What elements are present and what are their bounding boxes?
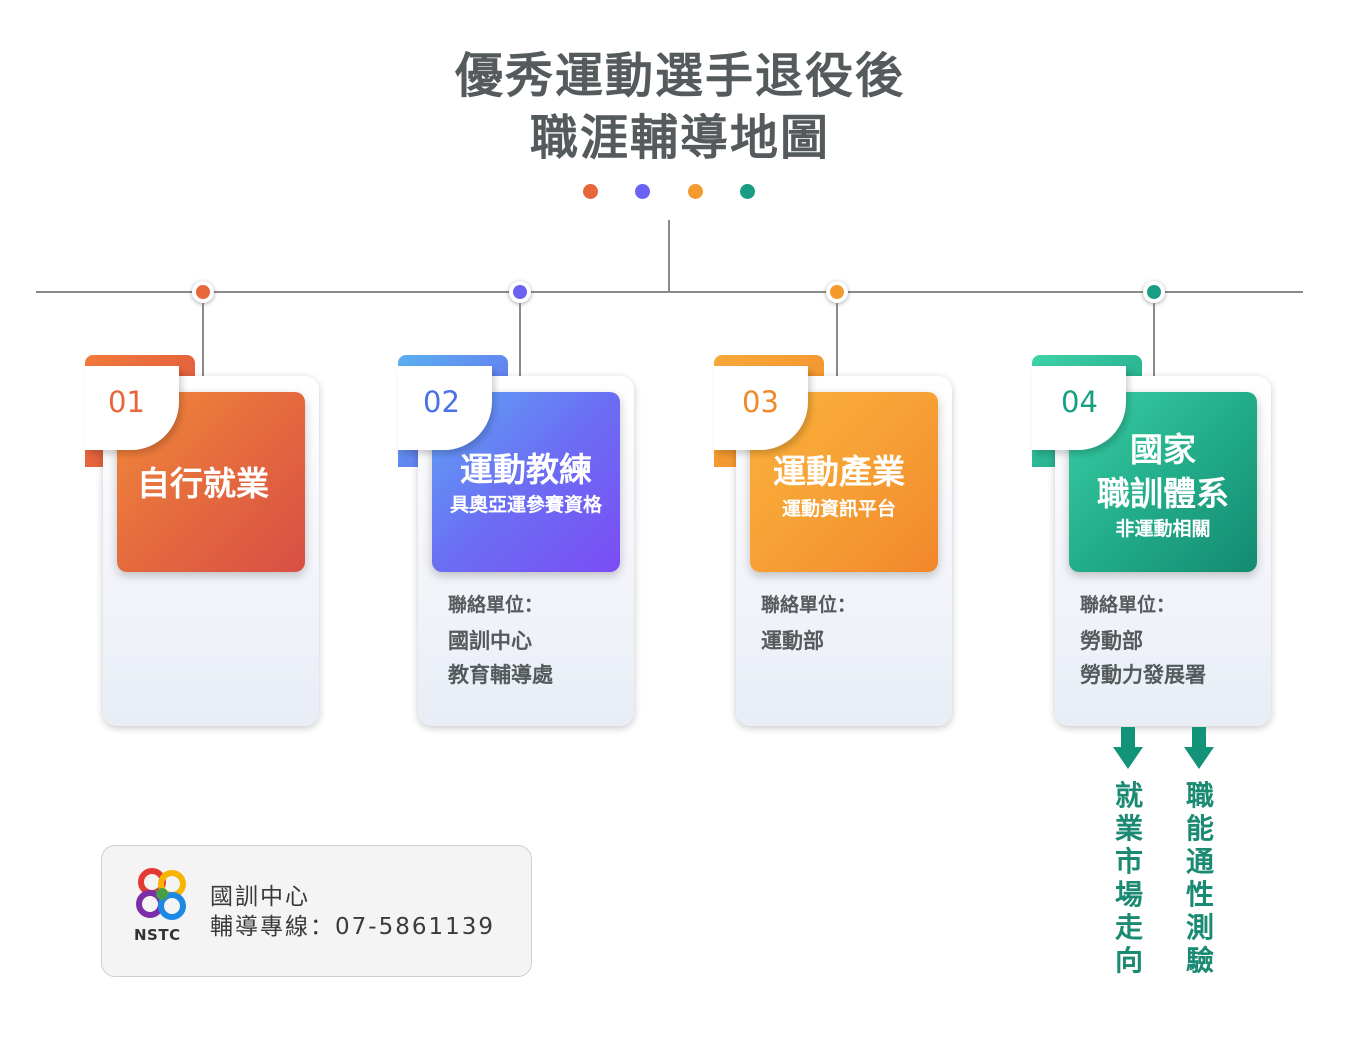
- card-subtitle-02: 具奧亞運參賽資格: [449, 494, 602, 516]
- contact-line-04-1: 勞動部: [1080, 629, 1143, 653]
- card-title-01: 自行就業: [137, 464, 269, 503]
- title-connector: [668, 220, 670, 292]
- nstc-logo-icon: NSTC: [132, 866, 194, 946]
- contact-line-03-1: 運動部: [761, 629, 824, 653]
- decor-dot-orange-red: [583, 184, 598, 199]
- hotline-box: NSTC 國訓中心 輔導專線：07-5861139: [101, 845, 532, 977]
- card-title-02: 運動教練: [460, 450, 592, 489]
- card-title-04-line1: 國家: [1130, 430, 1196, 469]
- decor-dot-orange: [688, 184, 703, 199]
- timeline-line: [36, 291, 1303, 293]
- card-contact-02: 聯絡單位： 國訓中心 教育輔導處: [448, 592, 553, 692]
- card-contact-03: 聯絡單位： 運動部: [761, 592, 856, 658]
- card-corner-02: [398, 366, 492, 450]
- card-corner-01: [85, 366, 179, 450]
- timeline-node-03: [826, 281, 848, 303]
- decor-dots: [583, 184, 763, 200]
- page-title-line2: 職涯輔導地圖: [529, 110, 830, 166]
- card-subtitle-04: 非運動相關: [1115, 518, 1211, 540]
- decor-dot-blue: [635, 184, 650, 199]
- card-corner-04: [1032, 366, 1126, 450]
- hotline-number: 輔導專線：07-5861139: [210, 914, 495, 940]
- card-number-01: 01: [108, 385, 145, 419]
- card-title-04-line2: 職訓體系: [1097, 474, 1229, 513]
- contact-line-04-2: 勞動力發展署: [1080, 663, 1206, 687]
- timeline-node-01: [192, 281, 214, 303]
- contact-label-04: 聯絡單位：: [1080, 594, 1176, 616]
- card-subtitle-03: 運動資訊平台: [781, 498, 896, 520]
- arrow-down-icon: [1113, 727, 1143, 769]
- card-number-04: 04: [1061, 385, 1098, 419]
- timeline-node-04: [1143, 281, 1165, 303]
- decor-dot-teal: [740, 184, 755, 199]
- logo-text: NSTC: [134, 926, 181, 944]
- outcome-job-market: 就業市場走向: [1114, 779, 1143, 977]
- connector-01: [202, 303, 204, 378]
- hotline-org: 國訓中心: [210, 884, 310, 910]
- outcome-aptitude-test: 職能通性測驗: [1185, 779, 1214, 977]
- contact-label-03: 聯絡單位：: [761, 594, 857, 616]
- connector-03: [836, 303, 838, 378]
- arrow-down-icon: [1184, 727, 1214, 769]
- connector-04: [1153, 303, 1155, 378]
- card-number-02: 02: [423, 385, 460, 419]
- contact-label-02: 聯絡單位：: [448, 594, 544, 616]
- card-number-03: 03: [742, 385, 779, 419]
- connector-02: [519, 303, 521, 378]
- card-title-03: 運動產業: [773, 452, 905, 491]
- card-contact-04: 聯絡單位： 勞動部 勞動力發展署: [1080, 592, 1206, 692]
- contact-line-02-1: 國訓中心: [448, 629, 532, 653]
- page-title-line1: 優秀運動選手退役後: [454, 48, 905, 104]
- contact-line-02-2: 教育輔導處: [448, 663, 553, 687]
- card-corner-03: [714, 366, 808, 450]
- timeline-node-02: [509, 281, 531, 303]
